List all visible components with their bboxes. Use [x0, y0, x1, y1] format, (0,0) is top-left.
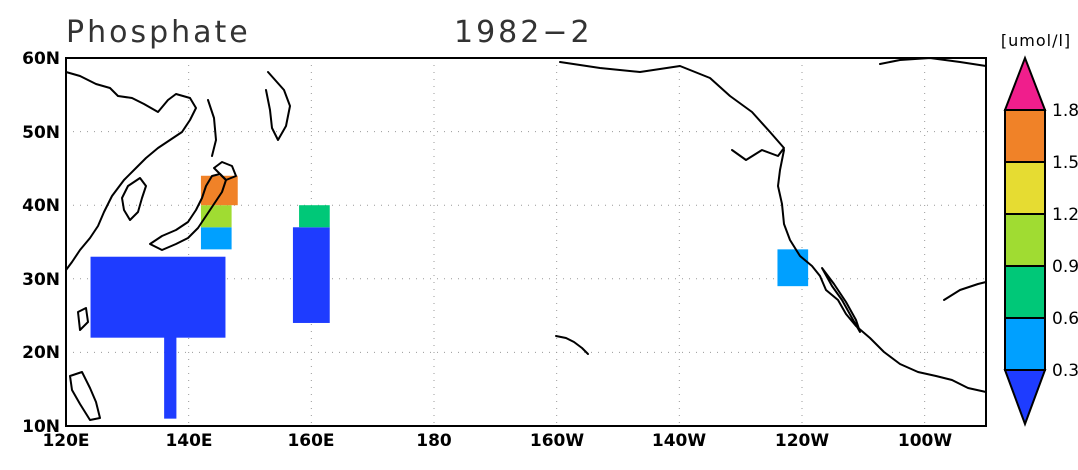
- colorbar-bin: [1004, 317, 1046, 371]
- colorbar-level-label: 1.2: [1052, 205, 1078, 225]
- colorbar: 0.3 0.6 0.9 1.2 1.5 1.8: [1003, 55, 1078, 427]
- y-tick-label: 10N: [22, 417, 60, 437]
- colorbar-level-label: 0.6: [1052, 309, 1078, 329]
- colorbar-unit: [umol/l]: [1001, 31, 1071, 50]
- coast-korea: [121, 177, 147, 221]
- colorbar-bin: [1004, 161, 1046, 215]
- phosphate-cell: [164, 322, 177, 419]
- coast-philippines: [69, 371, 101, 421]
- map-title-date: 1982−2: [454, 15, 593, 50]
- coast-alaska: [559, 61, 785, 161]
- phosphate-cell: [200, 175, 238, 206]
- colorbar-bin: [1004, 213, 1046, 267]
- colorbar-bin: [1004, 109, 1046, 163]
- map-title-variable: Phosphate: [66, 15, 251, 50]
- map-frame: [65, 57, 987, 427]
- coastlines: [65, 57, 987, 421]
- x-tick-label: 160E: [287, 431, 334, 451]
- coast-hawaii: [555, 335, 589, 355]
- coast-baja: [821, 267, 861, 333]
- coast-hokkaido: [213, 161, 237, 181]
- phosphate-cell: [299, 205, 330, 228]
- x-tick-label: 180: [416, 431, 452, 451]
- colorbar-top-arrow: [1003, 55, 1047, 111]
- x-tick-label: 140E: [165, 431, 212, 451]
- colorbar-level-label: 0.9: [1052, 257, 1078, 277]
- colorbar-bin: [1004, 265, 1046, 319]
- y-tick-label: 20N: [22, 343, 60, 363]
- phosphate-field: [90, 175, 809, 419]
- y-tick-label: 40N: [22, 196, 60, 216]
- colorbar-level-label: 0.3: [1052, 361, 1078, 381]
- x-tick-label: 120E: [42, 431, 89, 451]
- coast-hudson: [879, 57, 987, 67]
- y-tick-label: 50N: [22, 123, 60, 143]
- x-tick-label: 160W: [530, 431, 584, 451]
- y-tick-label: 30N: [22, 270, 60, 290]
- colorbar-level-label: 1.5: [1052, 153, 1078, 173]
- phosphate-cell: [200, 227, 232, 250]
- x-tick-label: 140W: [652, 431, 706, 451]
- coast-sakhalin: [207, 99, 217, 157]
- coast-north-america: [777, 149, 987, 393]
- coast-taiwan: [77, 307, 89, 331]
- colorbar-level-label: 1.8: [1052, 101, 1078, 121]
- x-tick-label: 100W: [898, 431, 952, 451]
- coast-gulf-mexico: [943, 281, 987, 301]
- phosphate-cell: [777, 249, 809, 287]
- latitude-axis: 10N 20N 30N 40N 50N 60N: [22, 49, 60, 437]
- phosphate-cell: [292, 227, 330, 323]
- colorbar-bottom-arrow: [1003, 369, 1047, 427]
- coast-kamchatka: [265, 71, 291, 141]
- phosphate-cell: [90, 256, 226, 338]
- y-tick-label: 60N: [22, 49, 60, 69]
- longitude-axis: 120E 140E 160E 180 160W 140W 120W 100W: [42, 431, 952, 451]
- coast-east-asia: [65, 71, 197, 271]
- x-tick-label: 120W: [775, 431, 829, 451]
